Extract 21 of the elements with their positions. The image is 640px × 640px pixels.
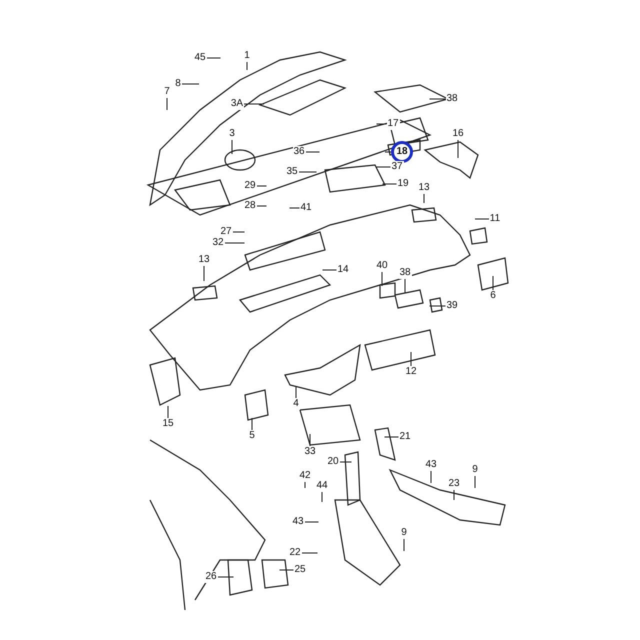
leader-line (492, 276, 494, 290)
leader-line (166, 98, 168, 110)
callout-number: 17 (386, 118, 400, 130)
leader-line (384, 436, 399, 438)
leader-line (217, 576, 234, 578)
callout-number: 18 (391, 141, 413, 163)
leader-line (474, 476, 476, 488)
leader-line (429, 98, 446, 100)
leader-line (404, 278, 406, 294)
leader-line (376, 166, 391, 168)
callout-number: 4 (292, 398, 300, 410)
leader-line (224, 242, 245, 244)
leader-line (474, 218, 490, 220)
leader-line (246, 62, 248, 70)
leader-line (304, 482, 306, 488)
callout-number: 3A (230, 98, 244, 110)
leader-line (410, 352, 412, 366)
callout-number: 38 (398, 267, 412, 279)
callout-number: 26 (204, 571, 218, 583)
leader-line (301, 552, 318, 554)
leader-line (430, 470, 432, 484)
